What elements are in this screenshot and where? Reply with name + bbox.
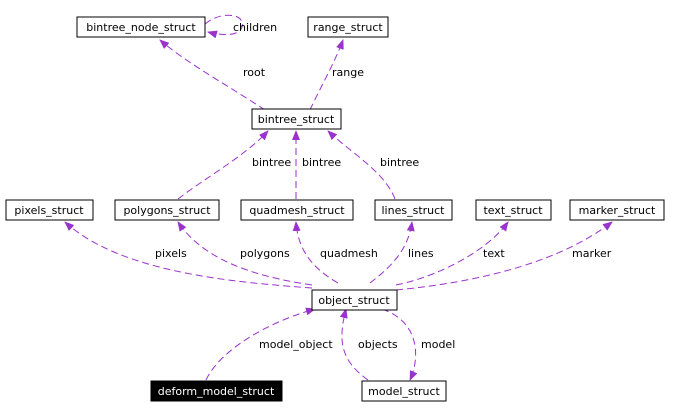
node-bintree-node-struct[interactable]: bintree_node_struct bbox=[76, 16, 206, 38]
node-label: quadmesh_struct bbox=[249, 204, 345, 217]
node-label: bintree_node_struct bbox=[86, 21, 196, 34]
edge-layer: children root range bintree bintree bint… bbox=[64, 14, 613, 381]
edge-label-polygons: polygons bbox=[240, 247, 290, 260]
node-label: model_struct bbox=[368, 385, 440, 398]
node-layer: bintree_node_struct range_struct bintree… bbox=[5, 16, 665, 402]
node-label: marker_struct bbox=[579, 204, 656, 217]
edge-range bbox=[309, 39, 344, 111]
node-label: deform_model_struct bbox=[158, 385, 275, 398]
edge-bintree-lines bbox=[327, 130, 396, 200]
node-label: bintree_struct bbox=[258, 113, 335, 126]
edge-text bbox=[395, 221, 509, 286]
edge-root bbox=[159, 39, 266, 111]
edge-polygons bbox=[177, 221, 313, 286]
node-polygons-struct[interactable]: polygons_struct bbox=[114, 199, 220, 221]
edge-label-bintree-polygons: bintree bbox=[252, 156, 291, 169]
edge-label-root: root bbox=[243, 66, 266, 79]
edge-model-object bbox=[205, 307, 316, 381]
node-label: pixels_struct bbox=[14, 204, 84, 217]
node-text-struct[interactable]: text_struct bbox=[475, 199, 552, 221]
edge-marker bbox=[395, 221, 613, 291]
node-pixels-struct[interactable]: pixels_struct bbox=[5, 199, 94, 221]
node-range-struct[interactable]: range_struct bbox=[307, 16, 389, 38]
edge-pixels bbox=[64, 221, 313, 289]
edge-model bbox=[381, 308, 418, 381]
node-label: text_struct bbox=[483, 204, 543, 217]
edge-label-bintree-quadmesh: bintree bbox=[302, 156, 341, 169]
edge-children bbox=[204, 14, 243, 39]
node-object-struct[interactable]: object_struct bbox=[311, 289, 398, 311]
edge-label-lines: lines bbox=[408, 247, 434, 260]
node-label: polygons_struct bbox=[123, 204, 211, 217]
node-label: lines_struct bbox=[382, 204, 446, 217]
edge-label-marker: marker bbox=[572, 247, 612, 260]
edge-label-bintree-lines: bintree bbox=[380, 156, 419, 169]
edge-label-objects: objects bbox=[358, 338, 398, 351]
node-quadmesh-struct[interactable]: quadmesh_struct bbox=[240, 199, 354, 221]
edge-lines bbox=[369, 221, 415, 284]
edge-label-pixels: pixels bbox=[155, 247, 187, 260]
node-marker-struct[interactable]: marker_struct bbox=[569, 199, 665, 221]
edge-label-children: children bbox=[233, 21, 277, 34]
edge-label-quadmesh: quadmesh bbox=[320, 247, 378, 260]
node-lines-struct[interactable]: lines_struct bbox=[374, 199, 453, 221]
node-label: object_struct bbox=[318, 294, 390, 307]
node-deform-model-struct[interactable]: deform_model_struct bbox=[150, 380, 283, 402]
edge-bintree-polygons bbox=[177, 130, 269, 200]
node-model-struct[interactable]: model_struct bbox=[361, 380, 447, 402]
edge-label-range: range bbox=[332, 66, 364, 79]
node-bintree-struct[interactable]: bintree_struct bbox=[251, 108, 342, 130]
edge-label-text: text bbox=[483, 247, 505, 260]
edge-quadmesh bbox=[292, 221, 339, 284]
edge-objects bbox=[339, 308, 369, 381]
edge-label-model: model bbox=[421, 338, 455, 351]
node-label: range_struct bbox=[313, 21, 383, 34]
edge-label-model-object: model_object bbox=[259, 338, 333, 351]
